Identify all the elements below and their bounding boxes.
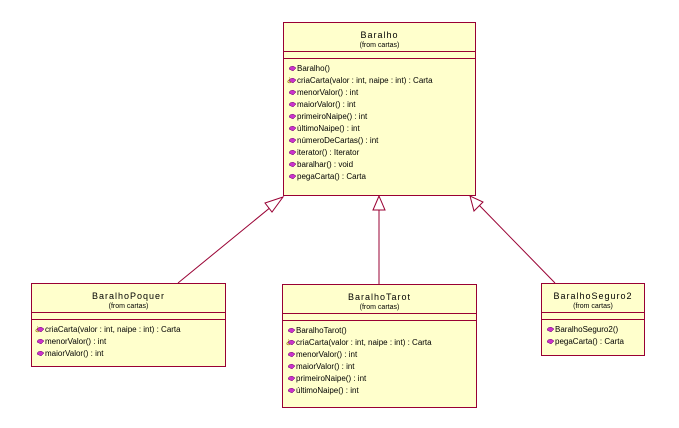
operation-item[interactable]: númeroDeCartas() : int (289, 135, 475, 147)
override-marker-icon: ¿ (286, 337, 291, 346)
generalization-seguro2-line (477, 203, 556, 284)
class-name: BaralhoSeguro2 (553, 291, 633, 301)
class-package: (from cartas) (573, 303, 613, 310)
operation-item[interactable]: primeiroNaipe() : int (288, 373, 476, 385)
operation-label: maiorValor() : int (296, 362, 355, 371)
class-package: (from cartas) (359, 304, 400, 311)
operation-label: baralhar() : void (297, 160, 354, 169)
operation-item[interactable]: ¿ criaCarta(valor : int, naipe : int) : C… (35, 324, 225, 336)
operation-label: Baralho() (297, 64, 330, 73)
operation-icon (289, 162, 296, 167)
operation-icon (289, 150, 296, 155)
operation-label: pegaCarta() : Carta (555, 337, 624, 346)
operation-item[interactable]: iterator() : Iterator (289, 147, 475, 159)
class-name: Baralho (360, 30, 399, 40)
operation-icon (288, 352, 295, 357)
class-header: BaralhoPoquer (from cartas) (32, 284, 225, 313)
operation-icon (289, 78, 296, 83)
operation-label: pegaCarta() : Carta (297, 172, 366, 181)
operation-label: últimoNaipe() : int (297, 124, 360, 133)
operation-label: BaralhoSeguro2() (555, 325, 619, 334)
operation-item[interactable]: pegaCarta() : Carta (547, 336, 644, 348)
operation-label: BaralhoTarot() (296, 326, 347, 335)
operation-item[interactable]: menorValor() : int (288, 349, 476, 361)
attributes-compartment (32, 313, 225, 320)
class-header: BaralhoSeguro2 (from cartas) (542, 284, 644, 313)
operation-label: menorValor() : int (297, 88, 359, 97)
operation-item[interactable]: pegaCarta() : Carta (289, 171, 475, 183)
operation-item[interactable]: maiorValor() : int (289, 99, 475, 111)
operation-item[interactable]: ¿ criaCarta(valor : int, naipe : int) : C… (286, 337, 476, 349)
operation-icon (288, 328, 295, 333)
class-baralho-poquer[interactable]: BaralhoPoquer (from cartas) ¿ criaCarta(v… (31, 283, 226, 367)
operation-item[interactable]: Baralho() (289, 63, 475, 75)
class-baralho-tarot[interactable]: BaralhoTarot (from cartas) BaralhoTarot(… (282, 284, 477, 408)
operation-icon (37, 327, 44, 332)
class-name: BaralhoPoquer (91, 291, 166, 301)
operations-compartment: BaralhoTarot() ¿ criaCarta(valor : int, na… (283, 321, 476, 397)
operation-item[interactable]: últimoNaipe() : int (288, 385, 476, 397)
operation-label: númeroDeCartas() : int (297, 136, 379, 145)
operation-label: primeiroNaipe() : int (297, 112, 368, 121)
generalization-seguro2-arrowhead (469, 195, 484, 212)
operation-item[interactable]: BaralhoSeguro2() (547, 324, 644, 336)
operation-icon (289, 126, 296, 131)
operation-icon (288, 376, 295, 381)
operation-icon (289, 138, 296, 143)
operation-item[interactable]: primeiroNaipe() : int (289, 111, 475, 123)
operation-item[interactable]: maiorValor() : int (37, 348, 225, 360)
operation-icon (289, 102, 296, 107)
operation-item[interactable]: menorValor() : int (37, 336, 225, 348)
class-baralho[interactable]: Baralho (from cartas) Baralho() ¿ criaCart… (283, 22, 476, 196)
operation-item[interactable]: maiorValor() : int (288, 361, 476, 373)
override-marker-icon: ¿ (35, 324, 40, 333)
class-baralho-seguro2[interactable]: BaralhoSeguro2 (from cartas) BaralhoSegu… (541, 283, 645, 356)
operation-label: criaCarta(valor : int, naipe : int) : Ca… (45, 325, 181, 334)
operation-icon (289, 174, 296, 179)
class-name: BaralhoTarot (347, 292, 412, 302)
operation-icon (288, 364, 295, 369)
generalization-poquer-arrowhead (264, 196, 285, 213)
operation-label: últimoNaipe() : int (296, 386, 359, 395)
operation-icon (288, 388, 295, 393)
operation-item[interactable]: menorValor() : int (289, 87, 475, 99)
operation-icon (288, 340, 295, 345)
operation-icon (289, 114, 296, 119)
operation-item[interactable]: ¿ criaCarta(valor : int, naipe : int) : C… (287, 75, 475, 87)
generalization-poquer-line (177, 201, 278, 284)
operation-label: iterator() : Iterator (297, 148, 360, 157)
class-package: (from cartas) (108, 303, 149, 310)
attributes-compartment (283, 314, 476, 321)
operation-icon (289, 90, 296, 95)
operation-item[interactable]: últimoNaipe() : int (289, 123, 475, 135)
class-header: BaralhoTarot (from cartas) (283, 285, 476, 314)
attributes-compartment (284, 52, 475, 59)
operation-item[interactable]: baralhar() : void (289, 159, 475, 171)
operation-label: maiorValor() : int (297, 100, 356, 109)
operation-label: primeiroNaipe() : int (296, 374, 367, 383)
operation-item[interactable]: BaralhoTarot() (288, 325, 476, 337)
operation-icon (37, 351, 44, 356)
operation-label: menorValor() : int (45, 337, 107, 346)
operation-icon (547, 327, 554, 332)
operations-compartment: ¿ criaCarta(valor : int, naipe : int) : C… (32, 320, 225, 360)
attributes-compartment (542, 313, 644, 320)
class-package: (from cartas) (359, 42, 400, 49)
operation-icon (547, 339, 554, 344)
operation-label: maiorValor() : int (45, 349, 104, 358)
class-header: Baralho (from cartas) (284, 23, 475, 52)
operation-label: criaCarta(valor : int, naipe : int) : Ca… (296, 338, 432, 347)
operations-compartment: BaralhoSeguro2() pegaCarta() : Carta (542, 320, 644, 348)
generalization-tarot-arrowhead (372, 194, 386, 211)
operation-icon (37, 339, 44, 344)
operations-compartment: Baralho() ¿ criaCarta(valor : int, naipe :… (284, 59, 475, 183)
override-marker-icon: ¿ (287, 75, 292, 84)
operation-label: criaCarta(valor : int, naipe : int) : Ca… (297, 76, 433, 85)
operation-icon (289, 66, 296, 71)
operation-label: menorValor() : int (296, 350, 358, 359)
